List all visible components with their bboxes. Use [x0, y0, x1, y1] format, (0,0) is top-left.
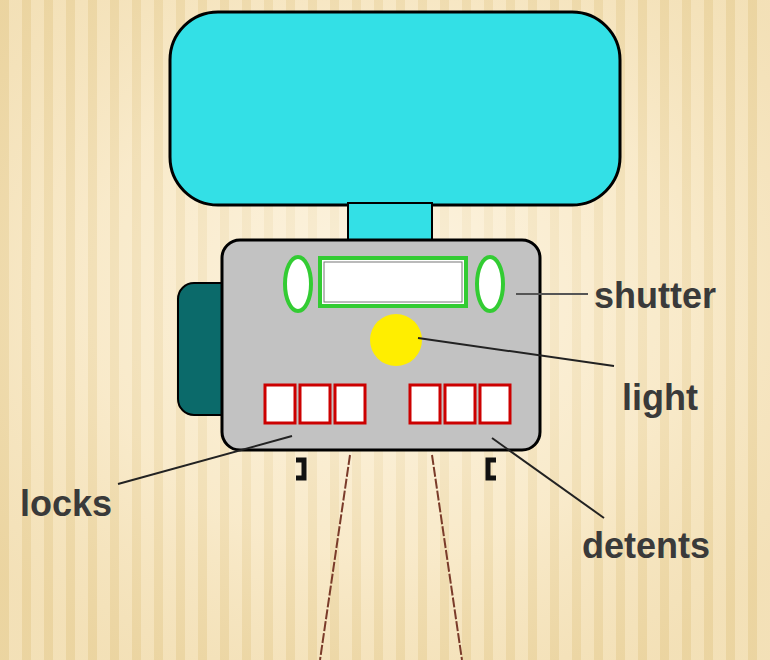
detent-hook	[296, 460, 304, 478]
tripod-leg	[432, 455, 462, 660]
lock-square	[335, 385, 365, 423]
lock-square	[300, 385, 330, 423]
tripod-leg	[320, 455, 350, 660]
part-label: detents	[582, 526, 710, 566]
shutter-window	[320, 258, 466, 306]
lock-square	[265, 385, 295, 423]
shutter-ellipse	[285, 257, 311, 311]
shutter-ellipse	[477, 257, 503, 311]
neck	[348, 203, 432, 243]
leader-line	[418, 338, 614, 366]
top-housing	[170, 12, 620, 205]
shutter-inner	[324, 262, 462, 302]
leader-line	[118, 436, 292, 484]
part-label: locks	[20, 484, 112, 524]
part-label: light	[622, 378, 698, 418]
lock-square	[480, 385, 510, 423]
detent-hook	[488, 460, 496, 478]
leader-line	[492, 438, 604, 518]
lock-square	[445, 385, 475, 423]
lock-square	[410, 385, 440, 423]
part-label: shutter	[594, 276, 716, 316]
lock-group	[265, 385, 510, 423]
device-body	[222, 240, 540, 450]
light-lamp	[370, 314, 422, 366]
leader-line	[516, 293, 588, 295]
